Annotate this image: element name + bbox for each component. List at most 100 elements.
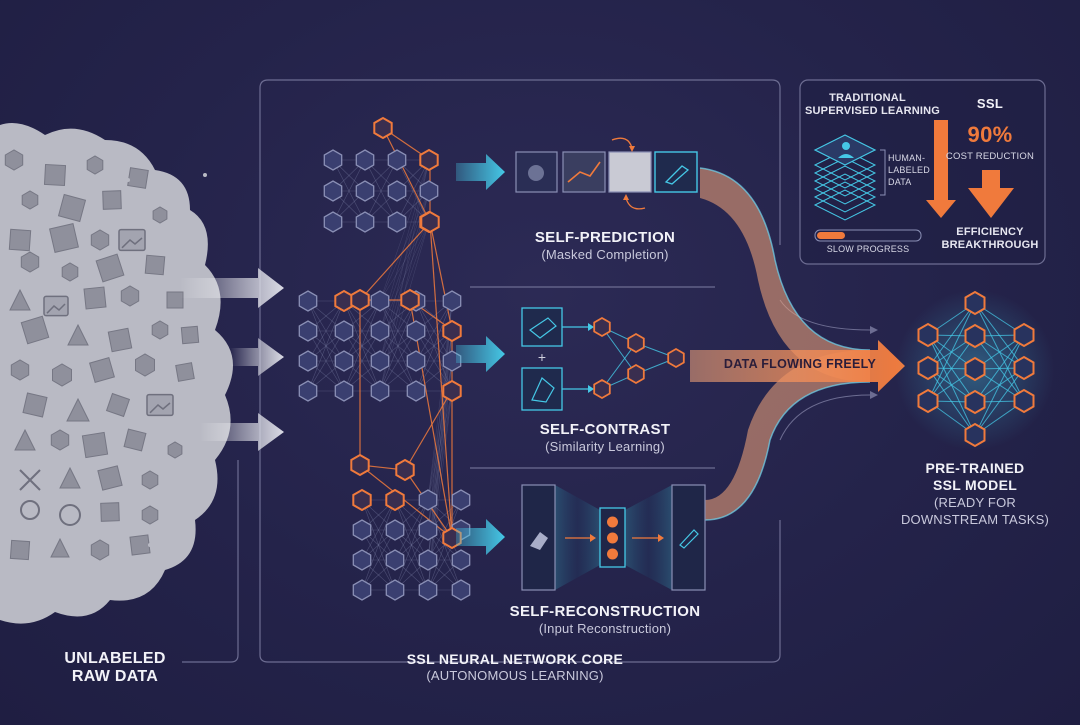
predict-arrow-bottom [625,197,646,210]
traditional-down-arrow [926,120,956,218]
network-node [323,180,343,202]
network-edge [427,300,453,561]
human-labeled-label: HUMAN- LABELED DATA [888,152,930,188]
network-node [370,290,390,312]
highlight-edge [359,221,431,301]
network-node [352,549,372,571]
network-edge [394,529,429,591]
raw-shape-16 [9,288,31,311]
raw-shape-29 [135,353,155,377]
network-edge [307,300,345,392]
raw-shape-36 [50,429,70,451]
raw-shape-49 [50,537,70,558]
raw-shape-30 [175,362,195,382]
flow-band-bottom [705,350,870,520]
network-edge [396,159,430,223]
input-title-line2: RAW DATA [71,668,159,685]
network-edge [307,300,345,362]
network-edge [415,330,453,392]
network-node [355,149,375,171]
output-label: PRE-TRAINED SSL MODEL (READY FOR DOWNSTR… [895,460,1055,528]
network-edge [379,221,430,332]
raw-shape-3 [127,167,149,189]
network-edge [415,300,453,362]
network-edge [307,300,345,362]
model-edge [927,302,976,402]
network-edge [427,529,462,591]
method-title-reconstruction: SELF-RECONSTRUCTION [509,603,701,620]
model-node [964,422,986,448]
network-edge [361,529,396,591]
raw-shape-43 [141,470,159,490]
network-node [419,148,439,172]
network-edge [379,300,417,392]
contrast-node [593,316,611,338]
contrast-node [667,347,685,369]
network-node [352,579,372,601]
method-subtitle-reconstruction: (Input Reconstruction) [538,621,672,636]
model-edge [974,334,1025,436]
network-node [298,380,318,402]
reconstructed-image-panel [671,484,706,591]
efficiency-line1: EFFICIENCY [956,226,1024,238]
raw-shape-26 [10,359,30,381]
model-node [917,322,939,348]
cost-percent: 90% [967,122,1013,147]
raw-shape-48 [9,539,31,561]
model-node [1013,388,1035,414]
network-edge [361,499,396,591]
network-edge [427,499,462,591]
highlight-node [350,453,370,477]
method-arrow-3 [456,519,505,555]
raw-shape-45 [59,504,81,526]
data-flow-stream [690,167,905,521]
raw-shape-41 [59,466,81,489]
raw-shape-47 [141,505,159,525]
network-node [370,380,390,402]
output-line2: SSL MODEL [932,477,1018,493]
raw-shape-40 [19,469,41,491]
network-edge [364,159,398,223]
network-edge [427,390,453,501]
raw-shape-11 [118,228,146,252]
raw-shape-39 [167,441,183,459]
highlight-node [395,458,415,482]
highlight-edge [429,221,453,539]
slow-progress-bar-track [814,229,922,242]
flow-band-bottom-edge [704,381,871,521]
contrast-node [627,332,645,354]
raw-shape-17 [43,295,69,317]
network-edge [343,300,381,392]
network-node [334,350,354,372]
network-node [334,380,354,402]
method-arrow-2 [456,336,505,372]
network-edge [394,529,429,591]
raw-shape-23 [107,327,133,353]
core-title: SSL NEURAL NETWORK CORE [406,651,624,667]
network-edge [379,300,417,362]
model-edge [974,334,1025,403]
network-node [385,488,405,512]
highlight-edge [382,127,431,223]
network-edge [379,330,417,392]
model-node [964,290,986,316]
network-edge [361,499,396,591]
network-edge [415,300,453,392]
network-edge [343,300,381,362]
network-edge [415,300,453,392]
network-node [451,579,471,601]
network-node [418,579,438,601]
raw-shape-19 [120,285,140,307]
contrast-node [593,378,611,400]
human-labeled-line3: DATA [888,177,912,187]
network-edge [427,330,453,591]
network-node [385,579,405,601]
ssl-down-arrow [968,170,1014,218]
model-node [917,388,939,414]
efficiency-line2: BREAKTHROUGH [941,239,1039,251]
raw-shape-35 [14,428,36,451]
input-arrow-2 [230,338,284,376]
raw-shape-20 [166,291,184,309]
network-node [418,519,438,541]
raw-shape-25 [180,325,200,345]
